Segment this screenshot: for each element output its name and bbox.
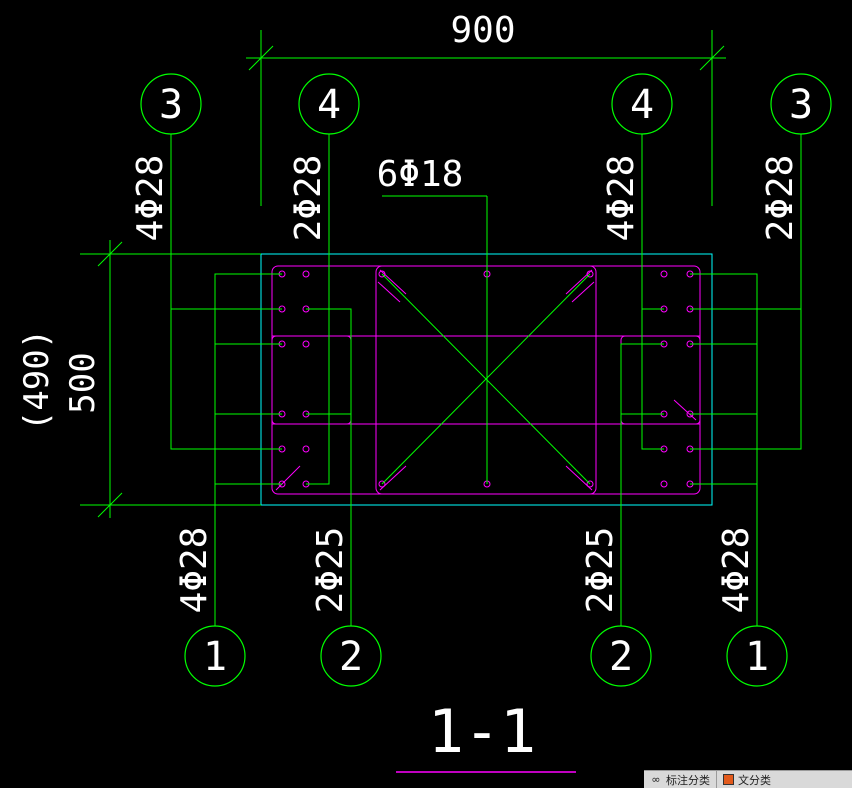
- link-icon: ∞: [651, 772, 661, 786]
- dimension-width: 900: [450, 10, 515, 51]
- marker-bottom-1: 1: [203, 634, 227, 680]
- label-bottom-left-outer: 4Φ28: [174, 527, 215, 614]
- statusbar-item-dimension-category[interactable]: ∞ 标注分类: [644, 771, 716, 788]
- label-top-left-outer: 4Φ28: [130, 155, 171, 242]
- stirrups: [271, 265, 701, 495]
- status-bar: ∞ 标注分类 文分类: [644, 770, 852, 788]
- marker-circle-top-3: [611, 73, 673, 135]
- marker-bottom-2: 2: [339, 634, 363, 680]
- statusbar-item-text-category[interactable]: 文分类: [716, 771, 777, 788]
- label-top-right-outer: 2Φ28: [760, 155, 801, 242]
- marker-circle-top-1: [140, 73, 202, 135]
- dimension-height-outer: (490): [17, 329, 57, 431]
- marker-labels: 3 4 4 3 1 2 2 1: [159, 82, 813, 680]
- marker-circle-top-2: [298, 73, 360, 135]
- section-title: 1-1: [428, 697, 536, 767]
- marker-top-1: 3: [159, 82, 183, 128]
- marker-circle-bottom-3: [590, 625, 652, 687]
- marker-bottom-3: 2: [609, 634, 633, 680]
- label-bottom-left-inner: 2Φ25: [310, 527, 351, 614]
- label-middle: 6Φ18: [377, 154, 464, 195]
- bar-markers: [140, 73, 832, 687]
- color-swatch-icon: [723, 774, 734, 785]
- marker-bottom-4: 1: [745, 634, 769, 680]
- marker-top-4: 3: [789, 82, 813, 128]
- statusbar-label: 标注分类: [666, 773, 710, 787]
- label-top-right-inner: 4Φ28: [601, 155, 642, 242]
- marker-circle-top-4: [770, 73, 832, 135]
- marker-circle-bottom-4: [726, 625, 788, 687]
- stirrup-hooks: [275, 269, 697, 491]
- label-bottom-right-outer: 4Φ28: [716, 527, 757, 614]
- leader-lines: [80, 30, 802, 626]
- marker-circle-bottom-1: [184, 625, 246, 687]
- label-bottom-right-inner: 2Φ25: [580, 527, 621, 614]
- statusbar-label: 文分类: [738, 773, 771, 787]
- marker-circle-bottom-2: [320, 625, 382, 687]
- label-top-left-inner: 2Φ28: [288, 155, 329, 242]
- rebar-spec-labels: 4Φ28 2Φ28 4Φ28 2Φ28 4Φ28 2Φ25 2Φ25 4Φ28: [130, 155, 801, 614]
- dimension-height-inner: 500: [63, 352, 103, 413]
- marker-top-2: 4: [317, 82, 341, 128]
- marker-top-3: 4: [630, 82, 654, 128]
